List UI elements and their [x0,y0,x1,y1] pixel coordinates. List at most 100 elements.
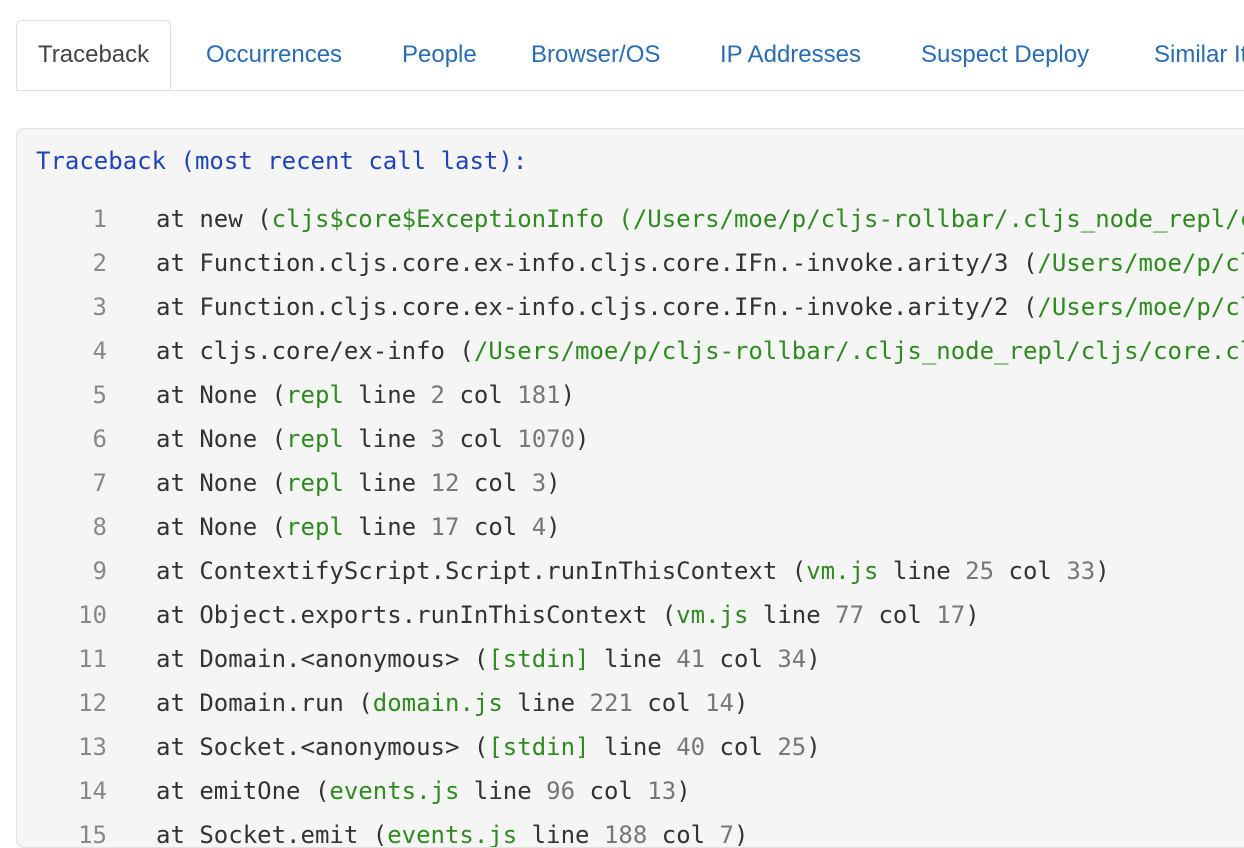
frame-col-number: 25 [777,733,807,761]
frame-col-number: 181 [517,381,561,409]
frame-col-number: 34 [777,645,807,673]
frame-file-link[interactable]: /Users/moe/p/cljs-rollbar/.cljs_node_rep… [1037,249,1244,277]
frame-line-label: line [878,557,966,585]
frame-col-label: col [994,557,1067,585]
traceback-frame: 2 at Function.cljs.core.ex-info.cljs.core… [17,241,1244,285]
frame-line-number: 40 [676,733,706,761]
frame-close-paren: ) [546,513,561,541]
frame-col-label: col [445,425,518,453]
frame-text: at None (repl line 3 col 1070) [156,417,590,461]
frame-function: at new ( [156,205,272,233]
frame-close-paren: ) [806,733,821,761]
frame-line-number: 2 [430,381,445,409]
frame-line-label: line [343,469,431,497]
frame-file-link[interactable]: repl [286,513,344,541]
frame-number: 12 [78,689,107,717]
frame-line-label: line [502,689,590,717]
frame-file-link[interactable]: repl [286,381,344,409]
frame-file-link[interactable]: events.js [387,821,518,848]
frame-file-link[interactable]: [stdin] [488,733,590,761]
frame-col-number: 33 [1066,557,1096,585]
frame-number: 8 [92,513,107,541]
frame-function: at None ( [156,381,287,409]
frame-file-link[interactable]: repl [286,425,344,453]
tab-traceback[interactable]: Traceback [16,20,172,90]
traceback-frame: 5 at None (repl line 2 col 181) [17,373,1244,417]
frame-col-number: 4 [531,513,547,541]
frame-file-link[interactable]: domain.js [372,689,503,717]
frame-close-paren: ) [734,689,749,717]
frame-close-paren: ) [676,777,691,805]
frame-text: at Domain.run (domain.js line 221 col 14… [156,681,748,725]
frame-col-number: 1070 [517,425,576,453]
frame-line-number: 25 [965,557,995,585]
frame-line-label: line [343,381,431,409]
frame-file-link[interactable]: events.js [329,777,460,805]
tab-browser-os[interactable]: Browser/OS [531,41,661,68]
frame-line-number: 41 [676,645,706,673]
tab-people[interactable]: People [402,41,477,68]
frame-col-number: 13 [647,777,677,805]
frame-line-number: 96 [546,777,576,805]
frame-close-paren: ) [734,821,749,848]
frame-number: 5 [92,381,107,409]
frame-file-link[interactable]: vm.js [676,601,749,629]
frame-file-link[interactable]: /Users/moe/p/cljs-rollbar/.cljs_node_rep… [473,337,1244,365]
frame-number: 6 [92,425,107,453]
frame-col-label: col [459,513,532,541]
frame-col-label: col [445,381,518,409]
frame-function: at Function.cljs.core.ex-info.cljs.core.… [156,249,1038,277]
frame-number: 2 [92,249,107,277]
frame-function: at emitOne ( [156,777,330,805]
frame-line-label: line [343,513,431,541]
frame-col-label: col [459,469,532,497]
traceback-frame: 12 at Domain.run (domain.js line 221 col … [17,681,1244,725]
frame-text: at None (repl line 2 col 181) [156,373,575,417]
traceback-frame: 9 at ContextifyScript.Script.runInThisCon… [17,549,1244,593]
frame-text: at Object.exports.runInThisContext (vm.j… [156,593,980,637]
tab-bar: Traceback Occurrences People Browser/OS … [0,0,1244,92]
frame-number: 10 [78,601,107,629]
frame-number: 11 [78,645,107,673]
frame-file-link[interactable]: /Users/moe/p/cljs-rollbar/.cljs_node_rep… [1037,293,1244,321]
tab-ip-addresses[interactable]: IP Addresses [720,41,861,68]
frame-function: at None ( [156,425,287,453]
frame-number: 1 [92,205,107,233]
frame-text: at None (repl line 12 col 3) [156,461,561,505]
traceback-frame: 1 at new (cljs$core$ExceptionInfo (/Users… [17,197,1244,241]
frame-function: at cljs.core/ex-info ( [156,337,474,365]
frame-file-link[interactable]: repl [286,469,344,497]
frame-close-paren: ) [546,469,561,497]
frame-file-link[interactable]: [stdin] [488,645,590,673]
traceback-frame: 6 at None (repl line 3 col 1070) [17,417,1244,461]
traceback-frame: 15 at Socket.emit (events.js line 188 col… [17,813,1244,848]
tab-suspect-deploy[interactable]: Suspect Deploy [921,41,1090,68]
frame-function: at ContextifyScript.Script.runInThisCont… [156,557,807,585]
frame-function: at None ( [156,513,287,541]
frame-function: at Domain.<anonymous> ( [156,645,489,673]
frame-col-label: col [705,733,778,761]
frame-text: at Socket.<anonymous> ([stdin] line 40 c… [156,725,821,769]
frame-text: at Socket.emit (events.js line 188 col 7… [156,813,749,848]
tab-divider [16,90,1244,91]
frame-function: at None ( [156,469,287,497]
tab-similar-items[interactable]: Similar Items [1154,41,1244,68]
frame-number: 9 [92,557,107,585]
frame-col-label: col [632,689,706,717]
frame-number: 15 [78,821,107,848]
frame-text: at cljs.core/ex-info (/Users/moe/p/cljs-… [156,329,1244,373]
frame-file-link[interactable]: vm.js [806,557,879,585]
frame-number: 3 [92,293,107,321]
frame-number: 14 [78,777,107,805]
frame-number: 13 [78,733,107,761]
frame-col-label: col [575,777,648,805]
tab-occurrences[interactable]: Occurrences [206,41,343,68]
frame-file-link[interactable]: cljs$core$ExceptionInfo (/Users/moe/p/cl… [271,205,1244,233]
frame-text: at emitOne (events.js line 96 col 13) [156,769,691,813]
traceback-frame: 10 at Object.exports.runInThisContext (vm… [17,593,1244,637]
